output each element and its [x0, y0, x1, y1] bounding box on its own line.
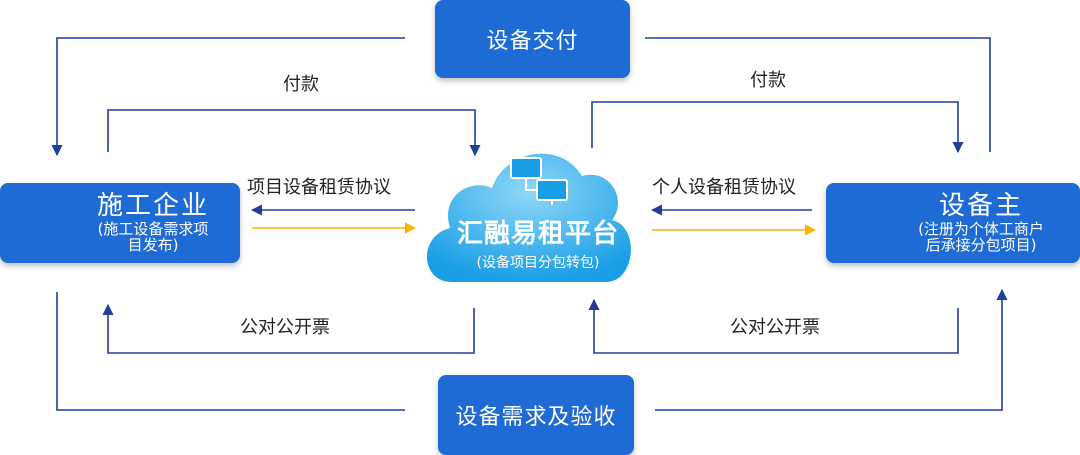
delivery-label: 设备交付 [486, 29, 579, 54]
invoice-left-label: 公对公开票 [240, 317, 330, 338]
demand-loop [56, 288, 1008, 411]
contractor-title: 施工企业 [96, 191, 209, 222]
invoice-left-line [102, 303, 475, 354]
contractor-text: 施工企业 (施工设备需求项 目发布) [78, 192, 228, 254]
invoice-right-label: 公对公开票 [730, 317, 820, 338]
delivery-box: 设备交付 [435, 0, 630, 78]
platform-subtitle: (设备项目分包转包) [476, 255, 600, 271]
owner-text: 设备主 (注册为个体工商户 后承接分包项目) [896, 192, 1066, 254]
agreement-right-label: 个人设备租赁协议 [652, 177, 796, 198]
platform-title: 汇融易租平台 [456, 219, 619, 249]
contractor-box: 施工企业 (施工设备需求项 目发布) [0, 183, 240, 263]
agreement-arrows [250, 204, 817, 236]
platform-cloud [426, 153, 631, 282]
payment-left-line [107, 109, 481, 157]
invoice-right-line [588, 298, 959, 354]
owner-note-1: (注册为个体工商户 [918, 219, 1044, 238]
payment-left-label: 付款 [283, 74, 319, 95]
monitors-icon [510, 157, 568, 205]
owner-title: 设备主 [938, 191, 1023, 222]
contractor-note-2: 目发布) [127, 236, 179, 255]
demand-label: 设备需求及验收 [455, 405, 617, 430]
owner-box: 设备主 (注册为个体工商户 后承接分包项目) [826, 183, 1080, 263]
contractor-note-1: (施工设备需求项 [97, 219, 209, 238]
delivery-loop [51, 37, 991, 157]
owner-note-2: 后承接分包项目) [925, 236, 1037, 255]
demand-box: 设备需求及验收 [438, 375, 634, 455]
payment-right-label: 付款 [750, 70, 786, 91]
agreement-left-label: 项目设备租赁协议 [247, 177, 391, 198]
payment-right-line [591, 101, 964, 154]
